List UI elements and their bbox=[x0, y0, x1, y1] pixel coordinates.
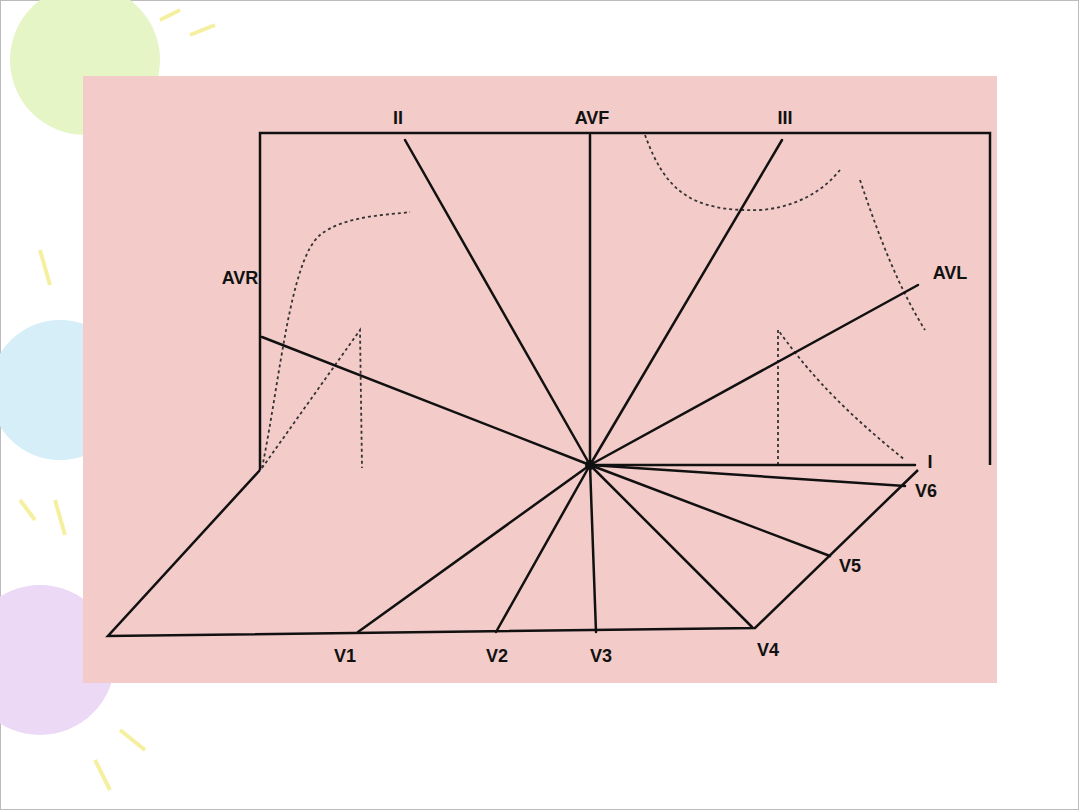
lead-label: AVF bbox=[575, 109, 610, 127]
frame bbox=[108, 133, 990, 636]
lead-label: II bbox=[393, 109, 403, 127]
lead-axes bbox=[262, 135, 918, 632]
origin-dot bbox=[585, 460, 595, 470]
lead-label: III bbox=[777, 109, 792, 127]
lead-label: AVL bbox=[933, 264, 968, 282]
lead-label: V1 bbox=[334, 647, 356, 665]
lead-label: V2 bbox=[486, 647, 508, 665]
dotted-curves bbox=[262, 135, 925, 468]
page-ground bbox=[83, 76, 997, 683]
lead-label: V3 bbox=[590, 647, 612, 665]
lead-label: AVR bbox=[222, 269, 259, 287]
lead-label: V4 bbox=[757, 641, 779, 659]
lead-label: I bbox=[927, 453, 932, 471]
lead-label: V6 bbox=[915, 482, 937, 500]
lead-label: V5 bbox=[839, 557, 861, 575]
